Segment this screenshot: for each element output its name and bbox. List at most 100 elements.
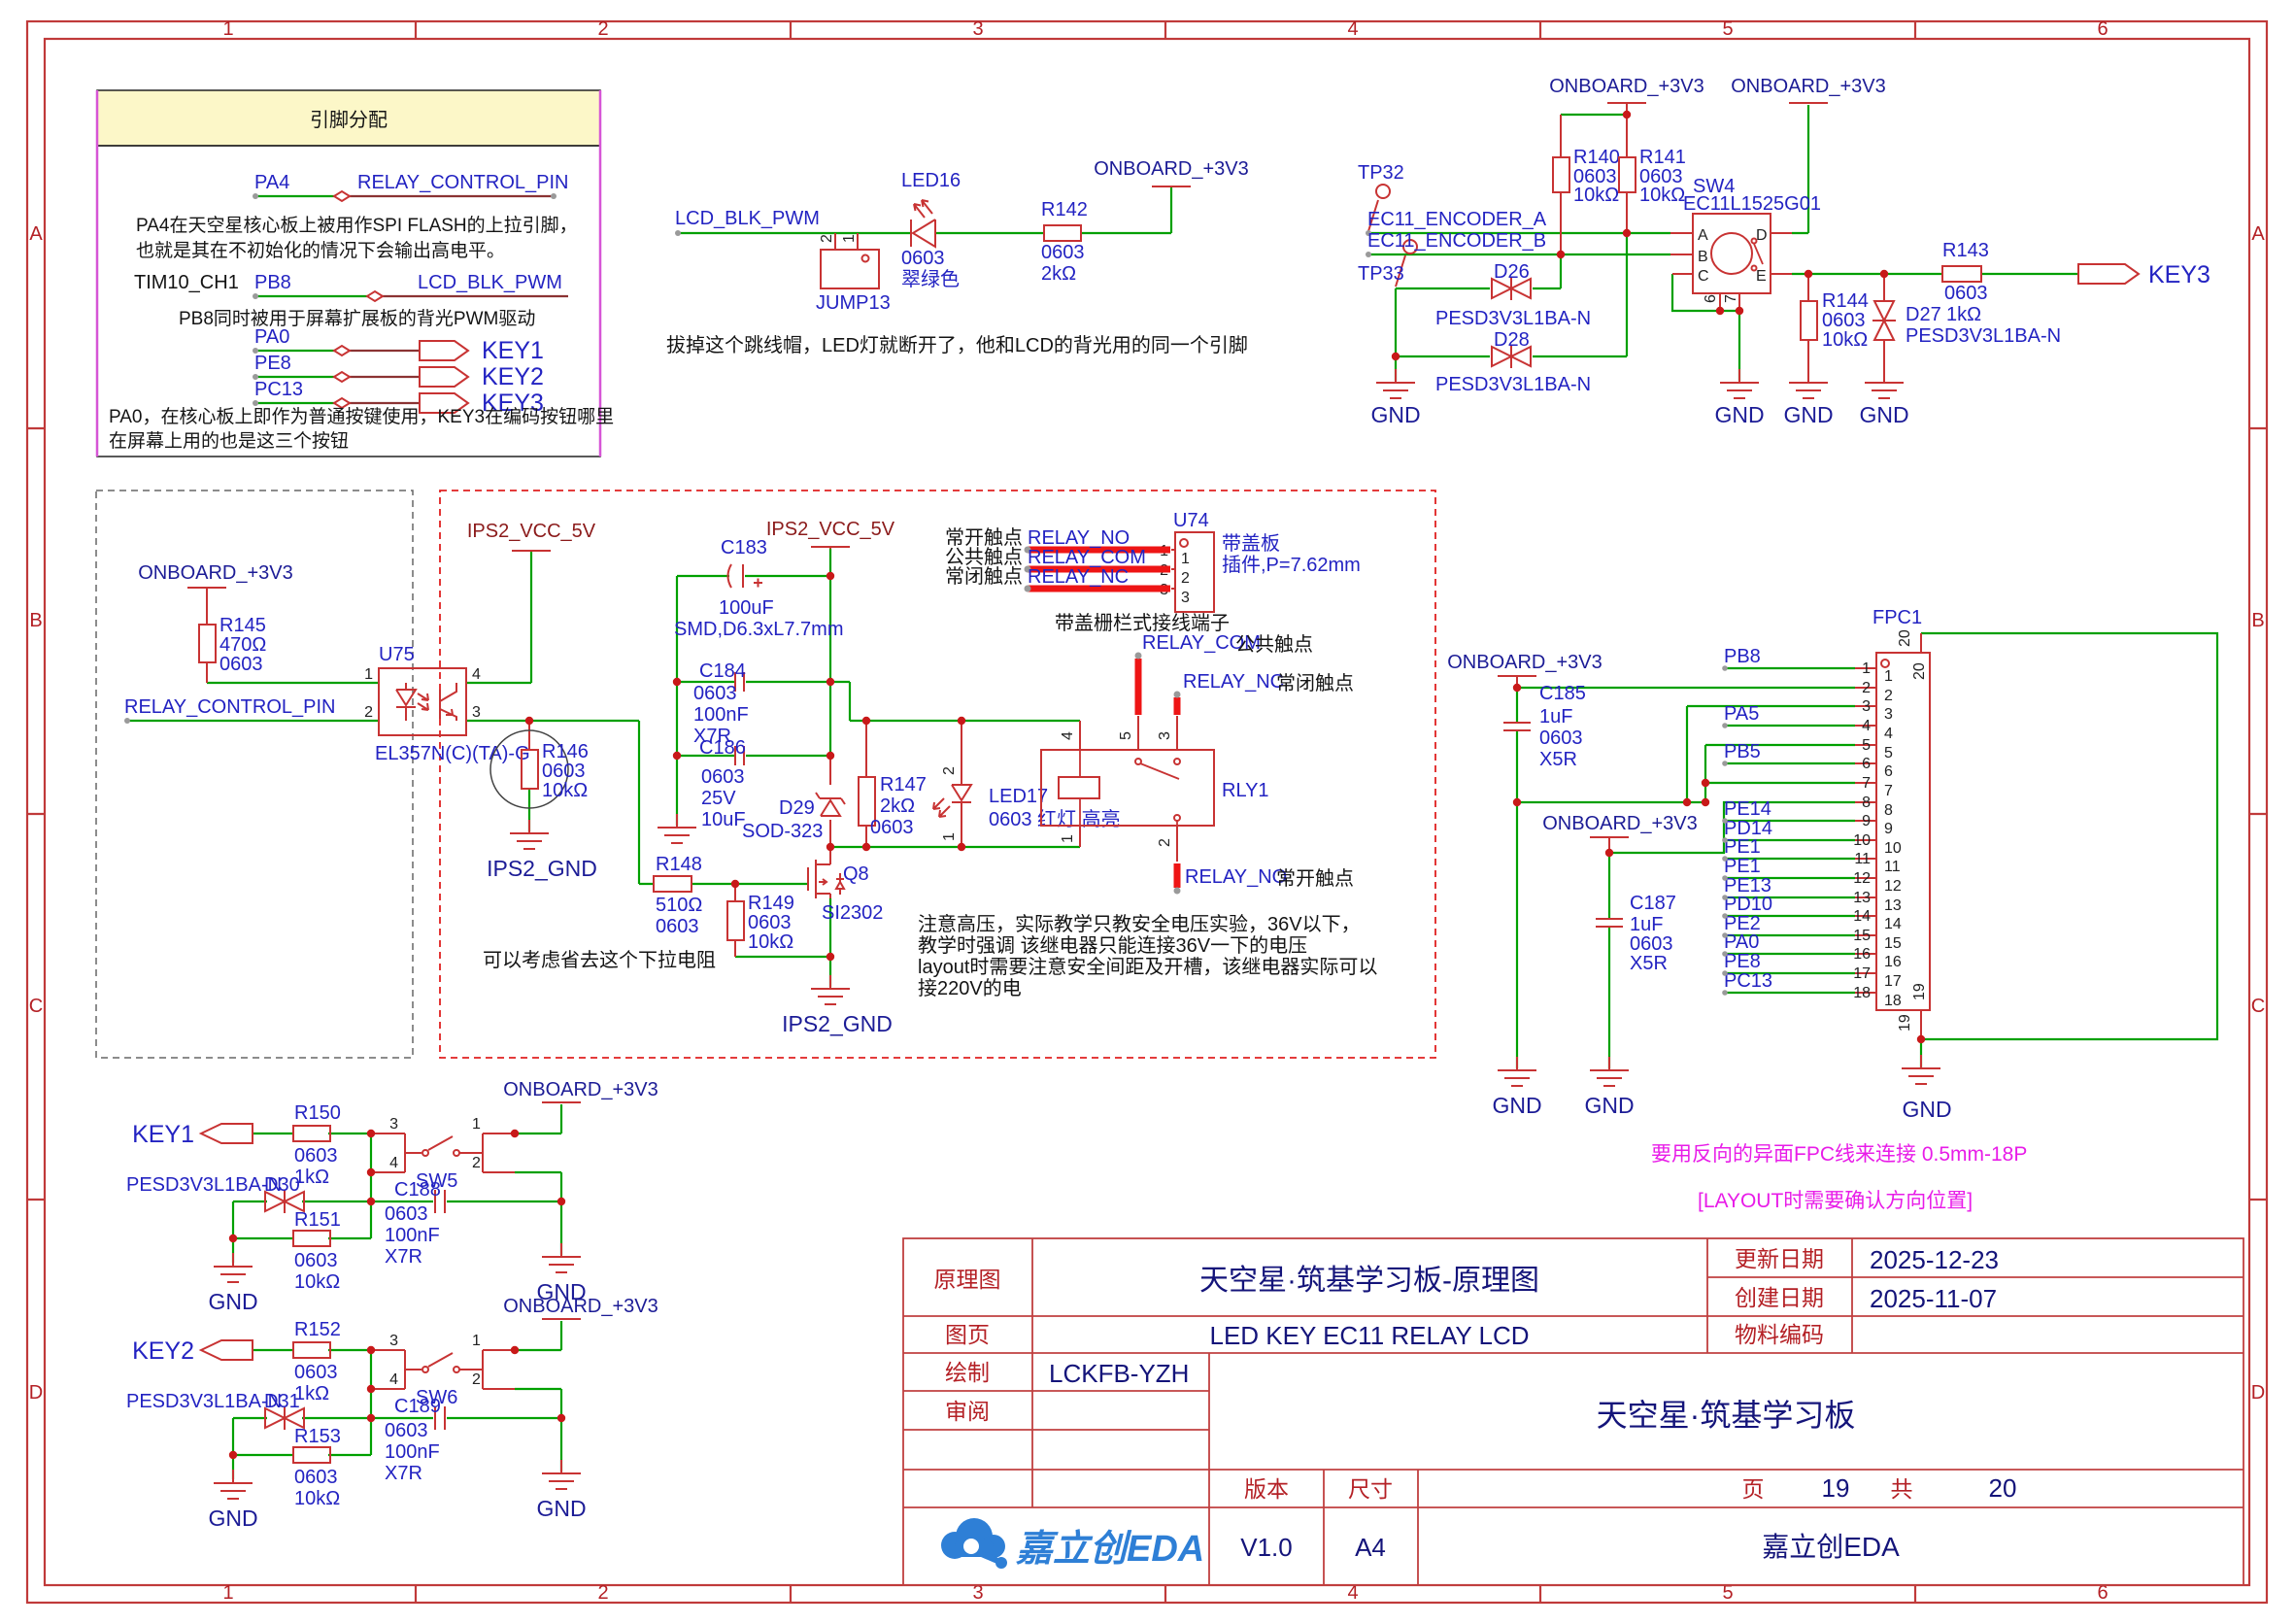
key3-flag[interactable] bbox=[2077, 263, 2141, 285]
port-key1[interactable]: KEY1 bbox=[482, 337, 544, 364]
resistor-r151[interactable]: R151 0603 10kΩ bbox=[292, 1209, 341, 1293]
led16[interactable]: LED16 0603 翠绿色 bbox=[901, 170, 961, 290]
net-label-lcd-blk-pwm[interactable]: LCD_BLK_PWM bbox=[675, 208, 820, 229]
net-label-pb8[interactable]: PB8 bbox=[254, 272, 291, 293]
net-label[interactable]: PA0 bbox=[1724, 931, 1759, 953]
pin-box-note2: PB8同时被用于屏幕扩展板的背光PWM驱动 bbox=[179, 308, 535, 329]
switch-sw5[interactable]: 3 4 1 2 SW5 bbox=[389, 1116, 481, 1192]
net-label-relay-no[interactable]: RELAY_NO bbox=[1028, 527, 1130, 549]
net-label-ec11-b[interactable]: EC11_ENCODER_B bbox=[1367, 230, 1546, 252]
resistor-r149[interactable]: R149 0603 10kΩ bbox=[726, 893, 794, 953]
power-label[interactable]: ONBOARD_+3V3 bbox=[1447, 652, 1602, 673]
resistor-r146[interactable]: R146 0603 10kΩ bbox=[489, 729, 589, 809]
power-label[interactable]: ONBOARD_+3V3 bbox=[1731, 76, 1886, 97]
net-label[interactable]: PE13 bbox=[1724, 875, 1771, 897]
net-label-relay-no[interactable]: RELAY_NO bbox=[1185, 866, 1287, 888]
net-label-relay-nc[interactable]: RELAY_NC bbox=[1028, 566, 1129, 588]
jump13-pin2: 2 bbox=[819, 234, 835, 243]
resistor-r142[interactable]: R142 0603 2kΩ bbox=[1041, 199, 1088, 285]
jumper-jump13[interactable]: 2 1 JUMP13 bbox=[816, 233, 891, 314]
net-label[interactable]: PD14 bbox=[1724, 818, 1772, 839]
net-label-relay-control[interactable]: RELAY_CONTROL_PIN bbox=[124, 696, 335, 718]
resistor-r152[interactable]: R152 0603 1kΩ bbox=[292, 1319, 341, 1404]
key-port-flags[interactable] bbox=[419, 340, 470, 414]
resistor-r148[interactable]: R148 510Ω 0603 bbox=[653, 854, 702, 937]
encoder-sw4[interactable]: SW4 EC11L1525G01 A B C D E 6 7 bbox=[1683, 176, 1821, 303]
resistor-r144[interactable]: R144 0603 10kΩ bbox=[1800, 290, 1869, 351]
net-label-ec11-a[interactable]: EC11_ENCODER_A bbox=[1367, 209, 1547, 230]
testpoint-tp32[interactable]: TP32 bbox=[1358, 162, 1404, 232]
tvs-d28[interactable]: D28 PESD3V3L1BA-N bbox=[1435, 329, 1591, 395]
power-label[interactable]: ONBOARD_+3V3 bbox=[1542, 813, 1698, 834]
resistor-r147[interactable]: R147 2kΩ 0603 bbox=[858, 774, 927, 838]
net-label[interactable]: PE1 bbox=[1724, 836, 1761, 858]
power-label[interactable]: ONBOARD_+3V3 bbox=[138, 562, 293, 584]
power-label[interactable]: ONBOARD_+3V3 bbox=[503, 1079, 658, 1100]
port-key1[interactable]: KEY1 bbox=[132, 1121, 194, 1148]
net-label[interactable]: PD10 bbox=[1724, 894, 1772, 915]
led17-val: 0603 红灯 高亮 bbox=[989, 808, 1121, 830]
net-label-relay-nc[interactable]: RELAY_NC bbox=[1183, 671, 1284, 693]
net-label-relay-control[interactable]: RELAY_CONTROL_PIN bbox=[357, 172, 568, 193]
cap-c185[interactable]: C185 1uF 0603 X5R bbox=[1503, 683, 1586, 770]
resistor-r141[interactable]: R141 0603 10kΩ bbox=[1618, 147, 1686, 206]
power-label[interactable]: ONBOARD_+3V3 bbox=[1094, 158, 1249, 180]
net-label-pa4[interactable]: PA4 bbox=[254, 172, 289, 193]
tvs-d26[interactable]: D26 PESD3V3L1BA-N bbox=[1435, 261, 1591, 329]
net-label[interactable]: PE1 bbox=[1724, 856, 1761, 877]
cap-c184[interactable]: C184 0603 100nF X7R bbox=[693, 660, 749, 747]
switch-sw6[interactable]: 3 4 1 2 SW6 bbox=[389, 1333, 481, 1408]
r141-val0: 0603 bbox=[1639, 166, 1683, 187]
relay-rly1[interactable]: RLY1 4 5 3 1 2 bbox=[1040, 731, 1269, 847]
net-label[interactable]: PB8 bbox=[1724, 646, 1761, 667]
resistor-r145[interactable]: R145 470Ω 0603 bbox=[198, 615, 266, 675]
tvs-d30[interactable]: D30 PESD3V3L1BA-N bbox=[126, 1174, 305, 1214]
testpoint-tp33[interactable]: TP33 bbox=[1358, 239, 1418, 288]
port-key3[interactable]: KEY3 bbox=[482, 389, 544, 417]
net-label[interactable]: PB5 bbox=[1724, 741, 1761, 762]
net-label[interactable]: PE2 bbox=[1724, 913, 1761, 934]
cap-c189[interactable]: C189 0603 100nF X7R bbox=[385, 1396, 441, 1484]
net-label-pc13[interactable]: PC13 bbox=[254, 379, 303, 400]
net-label-relay-com[interactable]: RELAY_COM bbox=[1028, 547, 1146, 568]
port-key3[interactable]: KEY3 bbox=[2148, 261, 2210, 288]
key2-flag[interactable] bbox=[198, 1339, 253, 1361]
net-label[interactable]: PC13 bbox=[1724, 970, 1772, 992]
cap-c187[interactable]: C187 1uF 0603 X5R bbox=[1596, 893, 1676, 974]
pin-box-note1a: PA4在天空星核心板上被用作SPI FLASH的上拉引脚， bbox=[136, 215, 578, 236]
cap-c188[interactable]: C188 0603 100nF X7R bbox=[385, 1179, 441, 1268]
mosfet-q8[interactable]: Q8 SI2302 bbox=[807, 847, 883, 924]
power-label[interactable]: ONBOARD_+3V3 bbox=[1549, 76, 1704, 97]
diode-d29[interactable]: D29 SOD-323 bbox=[742, 792, 846, 842]
net-label-pa0[interactable]: PA0 bbox=[254, 326, 289, 348]
terminal-u74[interactable]: U74 1 2 3 1 2 3 带盖板 插件,P=7.62mm bbox=[1160, 510, 1361, 613]
resistor-r140[interactable]: R140 0603 10kΩ bbox=[1552, 147, 1620, 206]
cap-c183[interactable]: C183 100uF SMD,D6.3xL7.7mm bbox=[674, 537, 844, 640]
port-key2[interactable]: KEY2 bbox=[132, 1337, 194, 1365]
net-label-relay-com[interactable]: RELAY_COM bbox=[1142, 632, 1261, 654]
tvs-d31[interactable]: D31 PESD3V3L1BA-N bbox=[126, 1391, 305, 1431]
key1-flag[interactable] bbox=[198, 1123, 253, 1144]
resistor-r143[interactable]: R143 0603 1kΩ bbox=[1941, 240, 1989, 325]
resistor-r153[interactable]: R153 0603 10kΩ bbox=[292, 1426, 341, 1509]
port-key2[interactable]: KEY2 bbox=[482, 363, 544, 390]
power-label-ips2vcc[interactable]: IPS2_VCC_5V bbox=[467, 521, 596, 542]
net-label-pe8[interactable]: PE8 bbox=[254, 353, 291, 374]
optocoupler-u75[interactable]: U75 EL357N(C)(TA)-G 1 2 4 3 bbox=[364, 644, 530, 764]
tvs-d27[interactable]: D27 PESD3V3L1BA-N bbox=[1872, 300, 2061, 347]
frame-col: 3 bbox=[972, 18, 983, 40]
power-label-ips2vcc[interactable]: IPS2_VCC_5V bbox=[766, 519, 895, 540]
net-label[interactable]: PA5 bbox=[1724, 703, 1759, 725]
power-label[interactable]: ONBOARD_+3V3 bbox=[503, 1296, 658, 1317]
cap-c186[interactable]: C186 0603 25V 10uF bbox=[699, 737, 746, 830]
frame-row: C bbox=[2251, 996, 2265, 1017]
net-label[interactable]: PE8 bbox=[1724, 951, 1761, 972]
net-label[interactable]: PE14 bbox=[1724, 798, 1771, 820]
d28-part: PESD3V3L1BA-N bbox=[1435, 374, 1591, 395]
net-label-lcd-blk-pwm[interactable]: LCD_BLK_PWM bbox=[418, 272, 562, 293]
relay-circuit: IPS2_VCC_5V C183 100uF SMD,D6.3xL7.7mm C… bbox=[653, 510, 1377, 1036]
resistor-r150[interactable]: R150 0603 1kΩ bbox=[292, 1102, 341, 1188]
